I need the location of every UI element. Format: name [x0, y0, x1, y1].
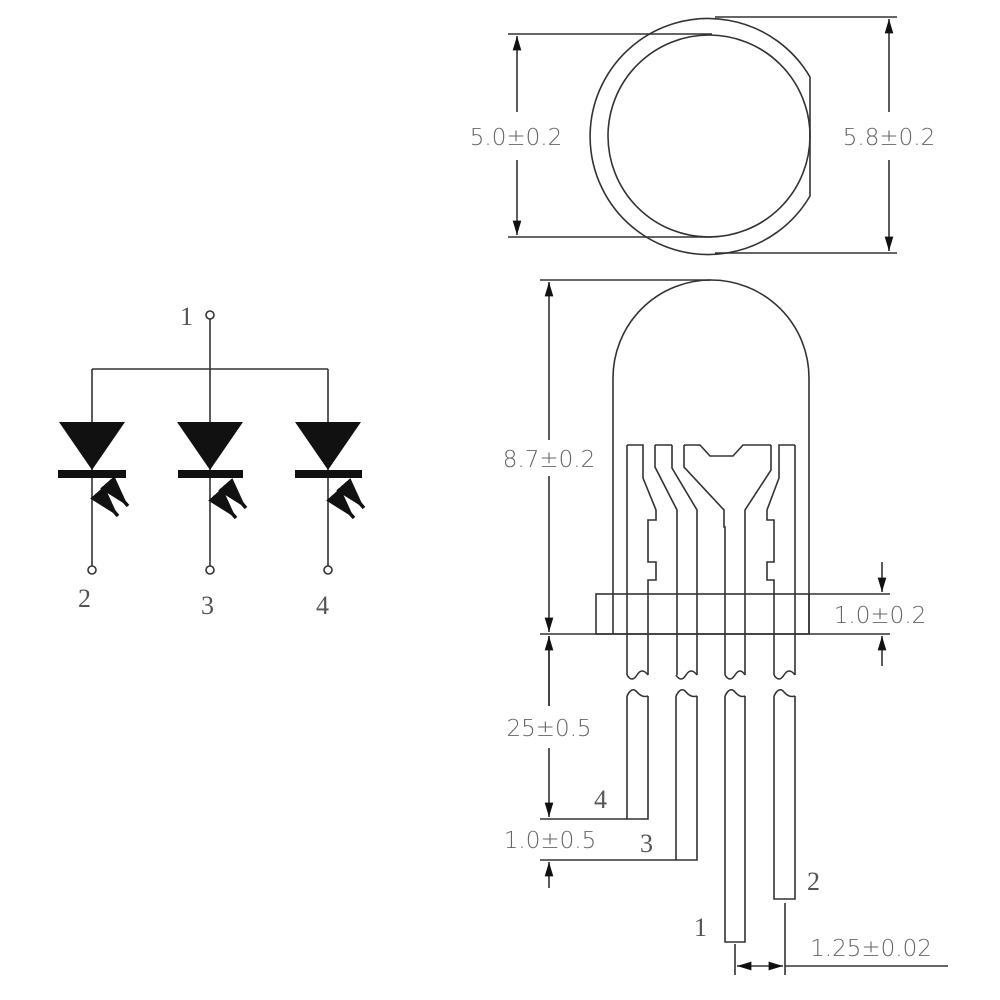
side-view: 4 3 1 2 8.7±0.2 1.0±0.2 25±0.5 1.0±0.5 1… [503, 279, 948, 975]
top-view: 5.0±0.2 5.8±0.2 [470, 16, 935, 256]
body-height-label: 8.7±0.2 [503, 447, 595, 473]
lead-length-label: 25±0.5 [506, 716, 591, 742]
pin-2-terminal [87, 565, 97, 575]
diode-triangle-icon [295, 422, 361, 470]
flange-outline [595, 593, 810, 635]
diode-triangle-icon [59, 422, 125, 470]
lead-step-label: 1.0±0.5 [504, 828, 596, 854]
lead-1 [724, 696, 746, 943]
inner-diameter-label: 5.0±0.2 [470, 125, 562, 151]
lead-4-label: 4 [594, 785, 607, 814]
diode-right: 4 [295, 369, 366, 620]
lead-3-label: 3 [640, 829, 653, 858]
pin-1-label: 1 [180, 302, 193, 331]
lead-4 [626, 696, 649, 820]
diode-middle: 3 [177, 422, 248, 620]
pin-1-terminal [205, 310, 215, 320]
diode-bar [178, 470, 243, 478]
pin-4-label: 4 [316, 591, 329, 620]
flange-diameter-label: 5.8±0.2 [843, 125, 935, 151]
lead-1-label: 1 [694, 913, 707, 942]
pin-4-terminal [323, 565, 333, 575]
light-emission-arrows-icon [326, 478, 366, 520]
lead-frame-4 [626, 444, 657, 675]
diode-triangle-icon [177, 422, 243, 470]
pin-2-label: 2 [78, 584, 91, 613]
lead-frame-2 [766, 444, 796, 675]
diode-bar [295, 470, 362, 478]
lens-outline [607, 34, 811, 238]
lead-frame-3 [654, 444, 698, 675]
schematic: 1 2 3 [58, 302, 366, 620]
flange-height-label: 1.0±0.2 [834, 603, 926, 629]
lead-frame-1-cup [683, 444, 772, 675]
lead-break-marks [626, 670, 796, 698]
lead-2 [773, 696, 796, 900]
light-emission-arrows-icon [90, 476, 130, 518]
lead-pitch-label: 1.25±0.02 [810, 936, 932, 962]
lead-3 [675, 696, 698, 861]
flange-outline [589, 17, 811, 256]
diode-left: 2 [58, 369, 130, 613]
lead-2-label: 2 [807, 867, 820, 896]
pin-3-terminal [205, 565, 215, 575]
light-emission-arrows-icon [208, 478, 248, 520]
pin-3-label: 3 [201, 591, 214, 620]
diode-bar [58, 470, 126, 478]
